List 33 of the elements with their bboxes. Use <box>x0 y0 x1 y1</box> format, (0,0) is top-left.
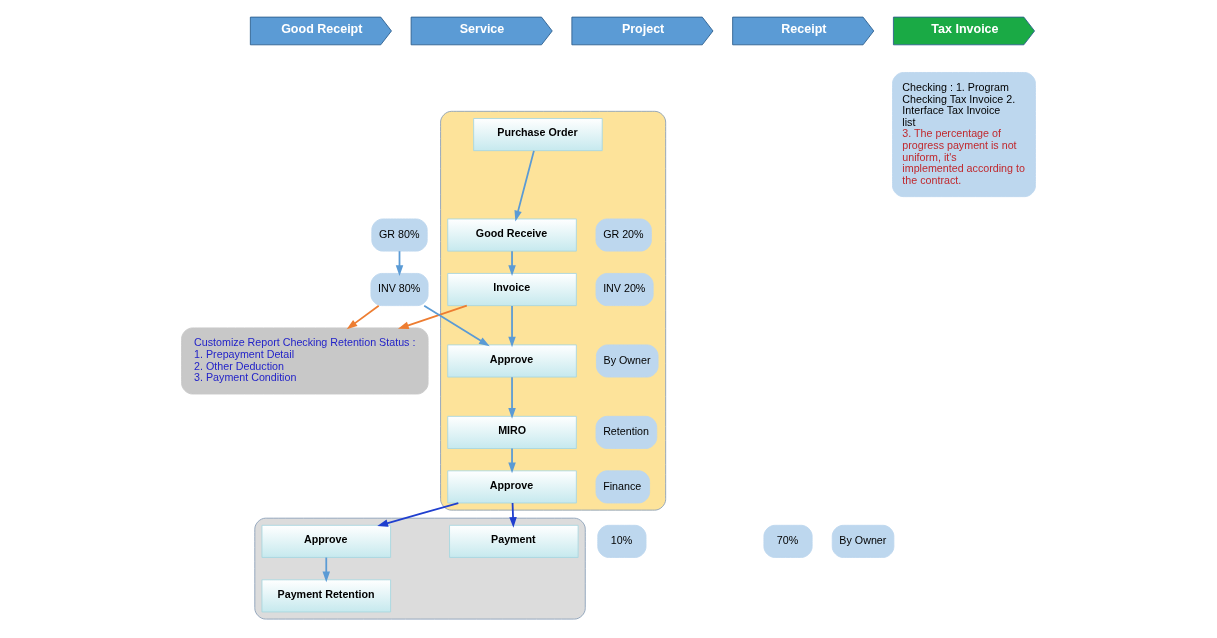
arrow <box>397 304 468 329</box>
node-box: Checking : 1. Program Checking Tax Invoice 2. Interface Tax Invoice list 3. The percentage of progress payment is not uniform, it's implemented according to the contract. <box>892 72 1036 198</box>
node-box: GR 20% <box>595 218 652 252</box>
node-box: Good Receive <box>447 218 577 252</box>
node-box: Approve <box>261 524 391 558</box>
node-box: Payment <box>449 524 579 558</box>
node-box: 70% <box>763 524 813 558</box>
node-box: By Owner <box>596 344 659 378</box>
arrow <box>508 250 516 276</box>
node-box: INV 20% <box>595 273 654 307</box>
arrow <box>508 376 516 419</box>
node-box: Retention <box>595 415 658 449</box>
node-box: Approve <box>447 344 577 378</box>
arrow <box>322 556 331 583</box>
node-box: Purchase Order <box>473 118 603 152</box>
cluster <box>440 110 667 511</box>
node-box: Customize Report Checking Retention Status : 1. Prepayment Detail 2. Other Deduction 3. Payment Condition <box>181 327 429 395</box>
node-box: Finance <box>595 470 651 504</box>
node-box: By Owner <box>831 524 895 558</box>
node-box: INV 80% <box>370 273 429 307</box>
node-box: Approve <box>447 470 577 504</box>
node-box: Invoice <box>447 273 577 307</box>
arrow <box>508 447 516 474</box>
arrow <box>508 305 516 348</box>
node-box: Payment Retention <box>261 579 391 613</box>
arrow <box>377 502 460 527</box>
arrow <box>514 150 535 222</box>
node-box: MIRO <box>447 415 577 449</box>
arrow <box>423 304 490 347</box>
node-box: GR 80% <box>371 218 428 252</box>
node-box: 10% <box>597 524 647 558</box>
arrow <box>346 304 380 330</box>
arrow <box>509 502 517 528</box>
